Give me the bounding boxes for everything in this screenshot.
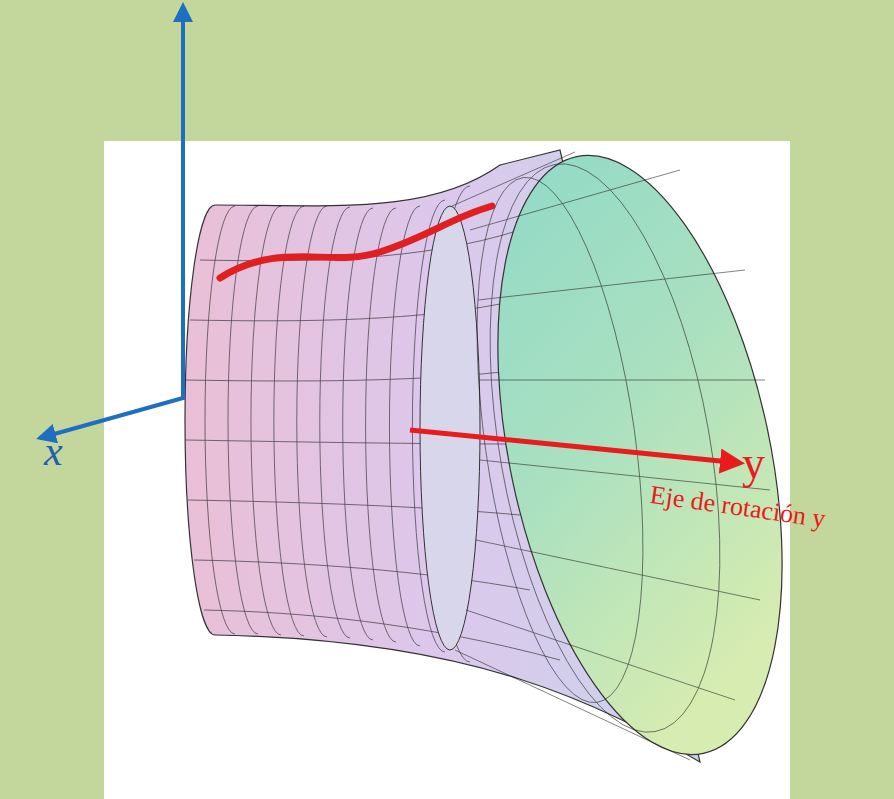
rotation-axis bbox=[410, 430, 740, 463]
surface-throat bbox=[420, 206, 480, 650]
generating-curve bbox=[220, 206, 492, 278]
mouth-grid bbox=[449, 146, 770, 760]
vertical-axis bbox=[181, 6, 185, 400]
axis-label: x bbox=[44, 430, 63, 472]
axis-label: y bbox=[742, 440, 765, 486]
